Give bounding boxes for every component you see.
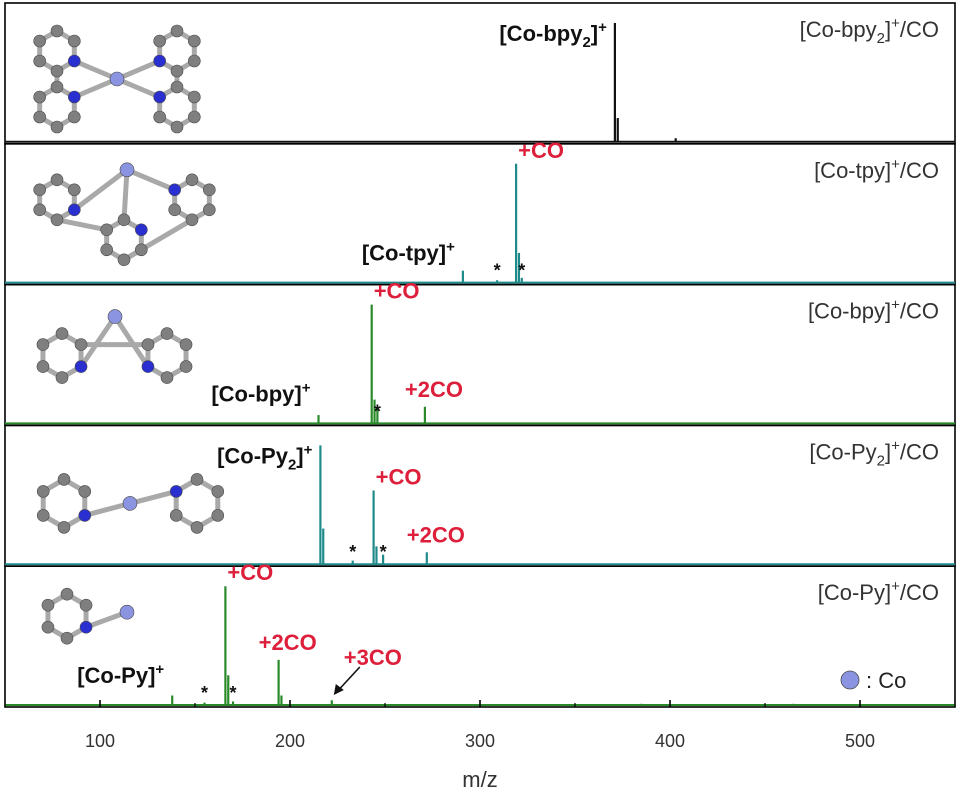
x-tick-label-400: 400 bbox=[655, 731, 685, 751]
panel-title: [Co-bpy]+/CO bbox=[808, 297, 939, 324]
peak-label-1: [Co-Py2]+ bbox=[217, 441, 313, 473]
impurity-star-2: * bbox=[518, 261, 525, 281]
peak-label-2: [Co-tpy]+ bbox=[362, 239, 455, 266]
peak-label-2: [Co-bpy]+ bbox=[211, 379, 310, 406]
x-axis: 100 200 300 400 500 m/z bbox=[4, 700, 956, 792]
peak-label-4: [Co-Py]+ bbox=[77, 661, 164, 688]
molecule-structure-co-py2 bbox=[36, 473, 225, 534]
x-tick-label-300: 300 bbox=[465, 731, 495, 751]
panel-1: [Co-bpy2]+/CO [Co-bpy2]+ bbox=[4, 2, 956, 145]
panel-title: [Co-Py]+/CO bbox=[818, 578, 939, 605]
impurity-star-1: * bbox=[374, 401, 381, 421]
peak-label-1: +CO bbox=[374, 279, 420, 304]
panel-frame bbox=[4, 143, 956, 286]
molecule-structure-co-bpy2 bbox=[33, 24, 201, 134]
impurity-star-1: * bbox=[494, 261, 501, 281]
peak-label-2: +CO bbox=[376, 465, 422, 490]
panel-4: [Co-Py2]+/CO [Co-Py2]+ +CO +2CO * * bbox=[4, 424, 956, 567]
peak-label-3: +2CO bbox=[407, 522, 465, 547]
molecule-structure-co-py bbox=[41, 587, 135, 645]
peak-label-2: +2CO bbox=[259, 630, 317, 655]
panel-title: [Co-bpy2]+/CO bbox=[800, 15, 939, 47]
x-tick-label-500: 500 bbox=[845, 731, 875, 751]
peak-label-1: +CO bbox=[227, 560, 273, 585]
impurity-star-2: * bbox=[229, 683, 236, 703]
panel-5: [Co-Py]+/CO +CO +2CO +3CO [Co-Py]+ * * bbox=[4, 560, 956, 708]
x-tick-label-200: 200 bbox=[275, 731, 305, 751]
impurity-star-1: * bbox=[349, 542, 356, 562]
peak-label-1: [Co-bpy2]+ bbox=[499, 19, 607, 51]
legend-label: : Co bbox=[866, 668, 906, 693]
panel-title: [Co-Py2]+/CO bbox=[809, 437, 939, 469]
impurity-star-2: * bbox=[380, 542, 387, 562]
molecule-structure-co-bpy bbox=[36, 309, 193, 384]
panel-title: [Co-tpy]+/CO bbox=[814, 156, 939, 183]
panel-3: [Co-bpy]+/CO +CO [Co-bpy]+ +2CO * bbox=[4, 279, 956, 427]
impurity-star-1: * bbox=[201, 683, 208, 703]
panel-2: [Co-tpy]+/CO +CO [Co-tpy]+ * * bbox=[4, 138, 956, 286]
peak-label-1: +CO bbox=[518, 138, 564, 163]
x-tick-label-100: 100 bbox=[85, 731, 115, 751]
cobalt-legend-swatch bbox=[840, 670, 860, 690]
peak-label-3: +2CO bbox=[405, 377, 463, 402]
x-axis-title: m/z bbox=[462, 767, 497, 792]
arrow-head bbox=[333, 684, 344, 695]
peak-label-3: +3CO bbox=[344, 645, 402, 670]
legend: : Co bbox=[840, 668, 906, 693]
molecule-structure-co-tpy bbox=[33, 162, 216, 267]
